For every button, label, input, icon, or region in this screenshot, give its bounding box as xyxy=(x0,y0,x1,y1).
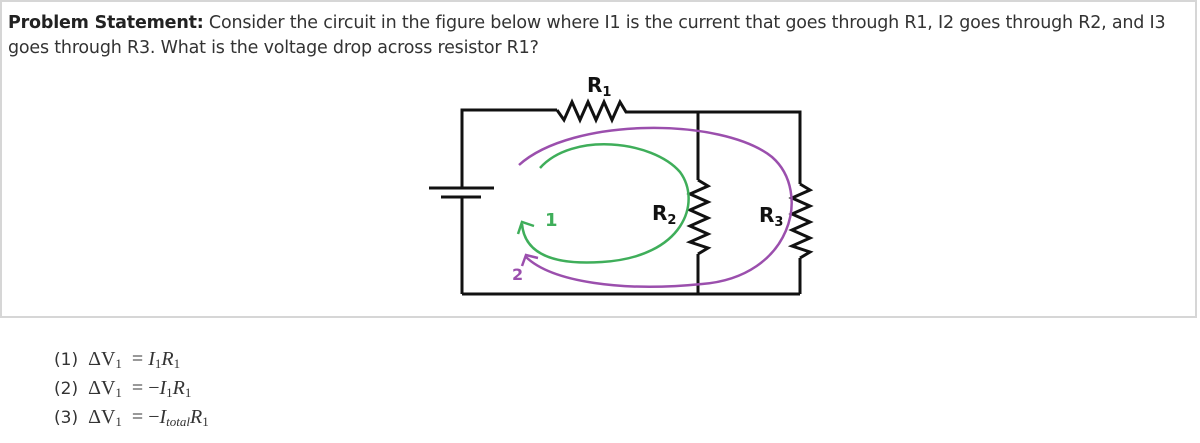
problem-statement: Problem Statement: Consider the circuit … xyxy=(8,11,1196,61)
problem-box: Problem Statement: Consider the circuit … xyxy=(0,0,1197,318)
choice-1[interactable]: (1) ΔV1 = I1R1 xyxy=(54,348,181,371)
loop-1-arrowhead xyxy=(516,220,535,235)
r3-label: R3 xyxy=(759,203,783,230)
choice-2[interactable]: (2) ΔV1 = −I1R1 xyxy=(54,377,192,400)
r2-label: R2 xyxy=(652,201,676,228)
circuit-diagram: R1 R2 R3 1 2 xyxy=(429,73,814,296)
resistor-r3 xyxy=(787,182,814,260)
loop-2-arrowhead xyxy=(520,253,539,267)
loop-2-arrow xyxy=(518,126,793,288)
wire-top-right xyxy=(632,110,802,184)
loop-1-label: 1 xyxy=(545,210,558,231)
resistor-r2 xyxy=(685,178,712,256)
choice-3[interactable]: (3) ΔV1 = −ItotalR1 xyxy=(54,406,209,429)
loop-2-label: 2 xyxy=(512,265,523,284)
problem-label: Problem Statement: xyxy=(8,13,204,33)
loop-1-arrow xyxy=(520,143,690,264)
resistor-r1 xyxy=(555,98,632,124)
r1-label: R1 xyxy=(587,73,611,100)
answer-choices: (1) ΔV1 = I1R1 (2) ΔV1 = −I1R1 (3) ΔV1 =… xyxy=(54,347,209,434)
problem-text: Consider the circuit in the figure below… xyxy=(8,13,1166,58)
wire-top-left xyxy=(460,108,557,189)
